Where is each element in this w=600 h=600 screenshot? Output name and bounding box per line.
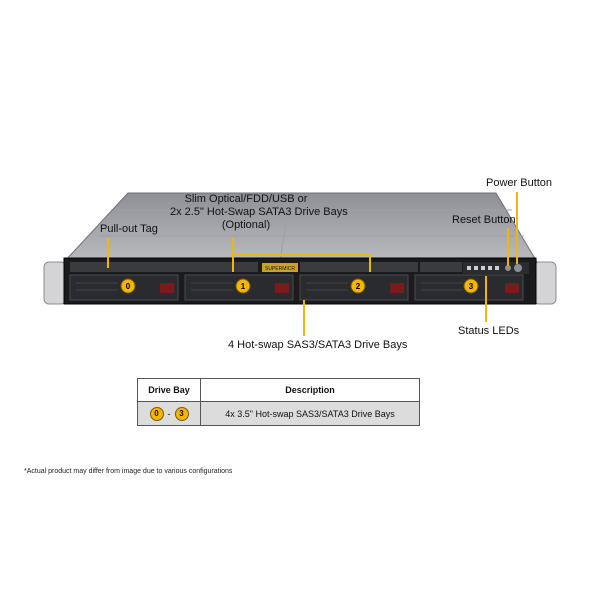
front-vent-strip	[70, 262, 462, 272]
drive-bay-table: Drive Bay Description 0-3 4x 3.5" Hot-sw…	[137, 378, 420, 426]
brand-plate	[262, 263, 298, 272]
reset-button-label: Reset Button	[452, 214, 516, 226]
slim-optical-label-line3: (Optional)	[221, 219, 271, 231]
drive-bay-1	[184, 274, 294, 301]
bay-badge-2: 2	[350, 278, 366, 294]
drive-bay-description-cell: 4x 3.5" Hot-swap SAS3/SATA3 Drive Bays	[200, 401, 420, 426]
right-rack-ear	[533, 261, 557, 305]
table-header-drive-bay: Drive Bay	[137, 378, 201, 402]
drive-bays-label: 4 Hot-swap SAS3/SATA3 Drive Bays	[228, 339, 408, 351]
footnote: *Actual product may differ from image du…	[24, 468, 233, 475]
bay-number-1: 1	[241, 282, 246, 291]
power-button	[514, 264, 522, 272]
bay-number-2: 2	[356, 282, 361, 291]
slim-optical-label-line1: Slim Optical/FDD/USB or	[184, 193, 308, 205]
drive-bay-range-cell: 0-3	[137, 401, 201, 426]
power-button-label: Power Button	[486, 177, 553, 189]
bay-number-3: 3	[469, 282, 474, 291]
bay-number-0: 0	[126, 282, 131, 291]
bay-badge-0: 0	[120, 278, 136, 294]
bay-range-start-badge: 0	[149, 406, 164, 421]
reset-button	[505, 265, 511, 271]
bay-badge-3: 3	[463, 278, 479, 294]
table-header-row: Drive Bay Description	[137, 378, 420, 402]
bay-range-end-badge: 3	[174, 406, 189, 421]
bay-range-separator: -	[167, 408, 171, 419]
bay-badge-1: 1	[235, 278, 251, 294]
left-rack-ear	[43, 261, 67, 305]
pull-out-tag-label: Pull-out Tag	[100, 223, 158, 235]
status-leds	[467, 266, 499, 270]
table-header-description: Description	[200, 378, 420, 402]
slim-optical-label-line2: 2x 2.5" Hot-Swap SATA3 Drive Bays	[170, 206, 348, 218]
slim-optical-label: Slim Optical/FDD/USB or 2x 2.5" Hot-Swap…	[170, 193, 348, 232]
table-row: 0-3 4x 3.5" Hot-swap SAS3/SATA3 Drive Ba…	[137, 401, 420, 426]
slim-optical-leader	[232, 238, 371, 272]
brand-label: SUPERMICR	[265, 266, 295, 272]
status-leds-label: Status LEDs	[458, 325, 520, 337]
